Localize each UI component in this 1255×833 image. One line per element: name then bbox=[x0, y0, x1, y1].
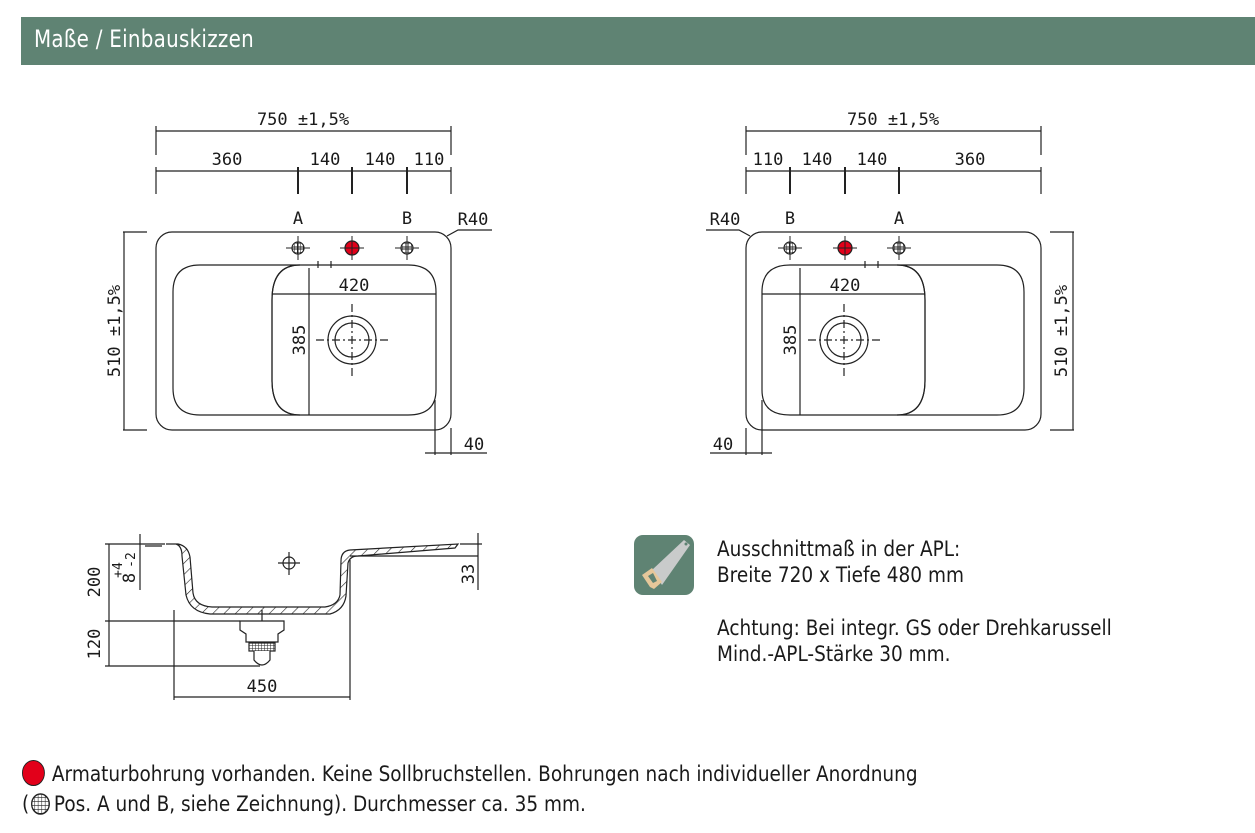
total-width-label: 750 ±1,5% bbox=[847, 110, 939, 130]
position-a-label: A bbox=[293, 209, 303, 229]
radius-label: R40 bbox=[710, 210, 741, 230]
segment-label: 140 bbox=[310, 150, 341, 170]
edge-offset-label: 40 bbox=[464, 435, 484, 455]
tap-hole-b-right bbox=[778, 236, 802, 260]
bowl-depth-label: 385 bbox=[290, 325, 310, 356]
tap-hole-center-right bbox=[833, 236, 857, 260]
tap-hole-b-left bbox=[395, 236, 419, 260]
tap-hole-center-left bbox=[340, 236, 364, 260]
top-view-left bbox=[123, 126, 492, 455]
bowl-width-label: 450 bbox=[247, 677, 278, 697]
segment-label: 140 bbox=[802, 150, 833, 170]
sink-section bbox=[166, 543, 460, 615]
warning-note: Achtung: Bei integr. GS oder Drehkarusse… bbox=[717, 615, 1112, 667]
segment-label: 360 bbox=[955, 150, 986, 170]
warning-line-2: Mind.-APL-Stärke 30 mm. bbox=[717, 642, 951, 666]
total-depth-label: 510 ±1,5% bbox=[105, 285, 125, 377]
position-b-label: B bbox=[402, 209, 412, 229]
saw-icon bbox=[634, 535, 694, 595]
tolerance-plus-label: +4 bbox=[111, 562, 126, 578]
bowl-outline bbox=[271, 264, 437, 416]
legend-text-1: Armaturbohrung vorhanden. Keine Sollbruc… bbox=[51, 762, 918, 786]
bowl-width-label: 420 bbox=[830, 276, 861, 296]
legend-paren: ( bbox=[22, 792, 30, 816]
legend-line-1: Armaturbohrung vorhanden. Keine Sollbruc… bbox=[22, 760, 918, 786]
segment-label: 110 bbox=[753, 150, 784, 170]
tap-hole-red-icon bbox=[22, 760, 45, 786]
segment-label: 110 bbox=[414, 150, 445, 170]
bowl-depth-label: 385 bbox=[781, 325, 801, 356]
cutout-line-1: Ausschnittmaß in der APL: bbox=[717, 537, 961, 561]
position-b-label: B bbox=[785, 209, 795, 229]
section-view bbox=[105, 533, 482, 700]
sink-outline bbox=[155, 231, 452, 431]
cutout-note: Ausschnittmaß in der APL: Breite 720 x T… bbox=[717, 536, 964, 588]
height-label: 200 bbox=[85, 567, 105, 598]
position-a-label: A bbox=[894, 209, 904, 229]
total-depth-label: 510 ±1,5% bbox=[1052, 285, 1072, 377]
total-width-label: 750 ±1,5% bbox=[257, 110, 349, 130]
top-view-right bbox=[706, 126, 1074, 455]
segment-label: 360 bbox=[212, 150, 243, 170]
drain-height-label: 120 bbox=[85, 629, 105, 660]
segment-label: 140 bbox=[857, 150, 888, 170]
cutout-line-2: Breite 720 x Tiefe 480 mm bbox=[717, 563, 964, 587]
tolerance-minus-label: -2 bbox=[124, 552, 139, 568]
radius-label: R40 bbox=[458, 210, 489, 230]
tap-hole-grid-icon bbox=[31, 793, 51, 815]
section-title: Maße / Einbauskizzen bbox=[34, 25, 254, 53]
section-header: Maße / Einbauskizzen bbox=[21, 17, 1255, 65]
drainboard-height-label: 33 bbox=[459, 564, 479, 584]
tap-hole-a-right bbox=[887, 236, 911, 260]
legend-line-2: ( Pos. A und B, siehe Zeichnung). Durchme… bbox=[22, 792, 586, 816]
tolerance-label: 8 bbox=[120, 573, 140, 583]
segment-label: 140 bbox=[365, 150, 396, 170]
edge-offset-label: 40 bbox=[713, 435, 733, 455]
tap-hole-a-left bbox=[286, 236, 310, 260]
legend-text-2: Pos. A und B, siehe Zeichnung). Durchmes… bbox=[53, 792, 586, 816]
bowl-width-label: 420 bbox=[339, 276, 370, 296]
warning-line-1: Achtung: Bei integr. GS oder Drehkarusse… bbox=[717, 616, 1112, 640]
